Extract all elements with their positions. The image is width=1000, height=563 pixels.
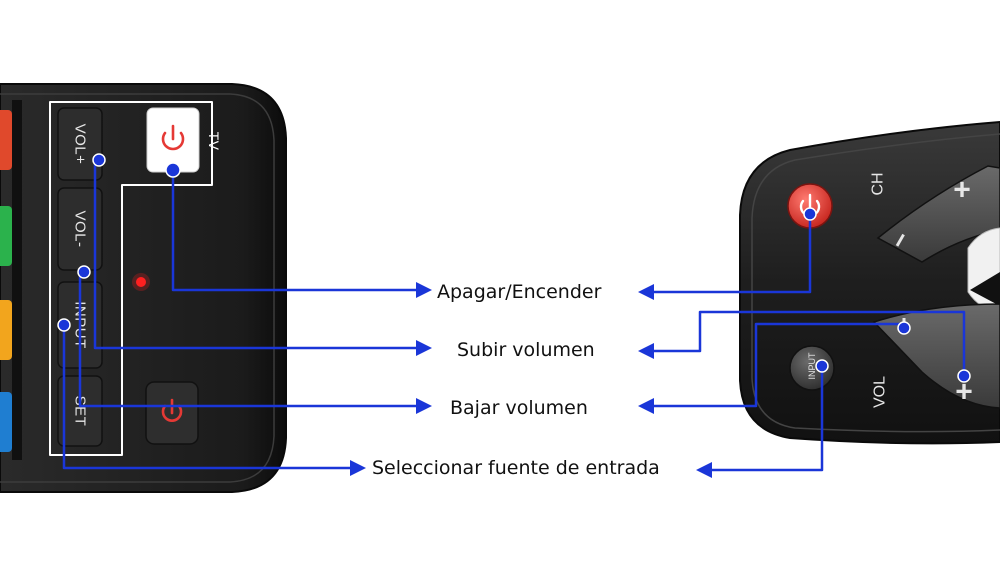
right-input-label: INPUT [807, 352, 817, 380]
connector-input-left [62, 325, 352, 470]
yellow-color-button[interactable] [0, 300, 12, 360]
callout-volume-up: Subir volumen [457, 339, 595, 361]
learning-zone-outline [49, 101, 213, 456]
connector-power-left [171, 170, 418, 292]
arrow-vol-up-right [638, 343, 654, 359]
arrow-input-left [350, 460, 366, 476]
dot-vol-up-left [92, 153, 106, 167]
set-label: SET [72, 396, 89, 427]
ch-plus-label: + [953, 174, 971, 207]
vol-down-label: VOL- [72, 210, 89, 247]
status-led [136, 277, 146, 287]
vol-label: VOL [872, 376, 889, 408]
dot-vol-up-right [957, 369, 971, 383]
dot-power-left [165, 162, 181, 178]
arrow-power-left [416, 282, 432, 298]
arrow-vol-down-right [638, 398, 654, 414]
dot-input-right [815, 359, 829, 373]
connector-dots [57, 153, 971, 383]
dot-input-left [57, 318, 71, 332]
dot-power-right [803, 207, 817, 221]
ch-rocker[interactable] [876, 165, 1000, 263]
blue-color-button[interactable] [0, 392, 12, 452]
vol-plus-label: + [955, 376, 973, 409]
left-remote: VOL+ VOL- INPUT SET TV [0, 83, 287, 493]
connector-power-right [652, 214, 812, 294]
red-color-button[interactable] [0, 110, 12, 170]
connector-input-right [710, 366, 824, 472]
nav-left-arrow-icon [970, 272, 1000, 306]
arrow-power-right [638, 284, 654, 300]
green-color-button[interactable] [0, 206, 12, 266]
right-remote: + − CH + VOL INPUT [739, 120, 1000, 445]
power-icon [161, 124, 185, 151]
vol-up-button[interactable] [57, 107, 103, 181]
dot-vol-down-left [77, 265, 91, 279]
dot-vol-down-right [897, 321, 911, 335]
connector-arrowheads [350, 282, 712, 478]
callout-input-source: Seleccionar fuente de entrada [372, 457, 660, 479]
vol-up-label: VOL+ [72, 124, 89, 165]
tv-label: TV [206, 132, 222, 151]
arrow-vol-up-left [416, 340, 432, 356]
connector-vol-up-right [652, 310, 966, 370]
arrow-vol-down-left [416, 398, 432, 414]
callout-power: Apagar/Encender [437, 281, 602, 303]
callout-volume-down: Bajar volumen [450, 397, 588, 419]
arrow-input-right [696, 462, 712, 478]
ch-label: CH [870, 172, 887, 195]
